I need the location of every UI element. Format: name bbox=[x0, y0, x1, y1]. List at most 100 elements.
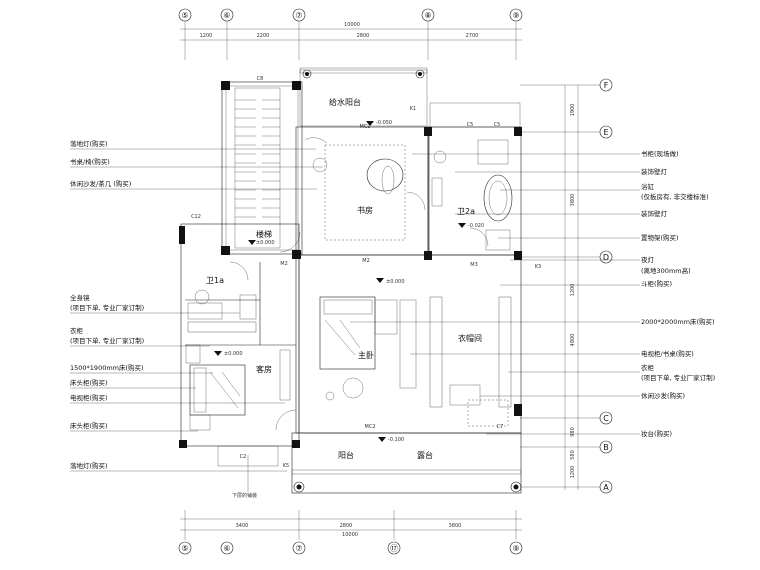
dim-right-1: 1900 bbox=[570, 104, 576, 117]
axis-right-B: B bbox=[603, 443, 609, 452]
dim-top-total: 10000 bbox=[344, 22, 360, 28]
right-label-8: (离地300mm高) bbox=[641, 266, 691, 275]
dim-bot-seg-2: 2800 bbox=[340, 523, 353, 529]
level-bath2a: -0.020 bbox=[468, 223, 484, 229]
left-label-2: 书桌/椅(购买) bbox=[70, 157, 110, 166]
axis-bot-5: ⑨ bbox=[512, 544, 519, 553]
room-labels: 给水阳台 书房 楼梯 卫2a 卫1a 主卧 衣帽间 客房 阳台 露台 bbox=[206, 97, 482, 460]
right-label-6: 置物架(购买) bbox=[641, 233, 679, 242]
tag-k1: K1 bbox=[410, 106, 416, 112]
room-balcony: 阳台 bbox=[338, 450, 354, 460]
dim-right-5: 980 bbox=[570, 427, 576, 437]
right-label-7: 夜灯 bbox=[641, 255, 655, 264]
dim-bot-total: 10000 bbox=[342, 532, 358, 538]
room-stair: 楼梯 bbox=[256, 229, 272, 239]
tag-c2: C2 bbox=[240, 454, 247, 460]
tag-m2-a: M2 bbox=[280, 261, 288, 267]
left-label-3: 休闲沙发/茶几 (购买) bbox=[70, 179, 131, 188]
top-axis: ⑤ ⑥ ⑦ ⑧ ⑨ 10000 1200 2200 2800 2700 bbox=[178, 8, 523, 60]
walls bbox=[179, 67, 522, 494]
right-label-11: 电视柜/书桌(购买) bbox=[641, 349, 694, 358]
right-callouts: 书柜(现场做) 装饰壁灯 浴缸 (仅板房有, 非交楼标准) 装饰壁灯 置物架(购… bbox=[350, 149, 715, 438]
furniture bbox=[185, 137, 513, 431]
left-label-1: 落地灯(购买) bbox=[70, 139, 108, 148]
bottom-note: 下层的铺装 bbox=[232, 455, 257, 499]
right-label-15: 妆台(购买) bbox=[641, 429, 672, 438]
room-master: 主卧 bbox=[358, 350, 374, 360]
right-label-12: 衣柜 bbox=[641, 363, 655, 372]
dim-right-7: 1200 bbox=[570, 466, 576, 479]
axis-top-5: ⑨ bbox=[512, 11, 519, 20]
left-label-4: 全身镜 bbox=[70, 293, 90, 302]
tag-m2-b: M2 bbox=[362, 258, 370, 264]
axis-top-1: ⑤ bbox=[181, 11, 188, 20]
left-label-12: 落地灯(购买) bbox=[70, 461, 108, 470]
level-guest: ±0.000 bbox=[224, 351, 243, 357]
tag-mc2-top: MC2 bbox=[360, 124, 371, 130]
left-label-10: 电视柜(购买) bbox=[70, 393, 108, 402]
level-top: -0.050 bbox=[376, 120, 392, 126]
bottom-note-text: 下层的铺装 bbox=[232, 492, 257, 499]
right-label-14: 休闲沙发(购买) bbox=[641, 391, 685, 400]
dim-top-seg-3: 2800 bbox=[357, 33, 370, 39]
dim-top-seg-4: 2700 bbox=[466, 33, 479, 39]
dim-bot-seg-3: 3800 bbox=[449, 523, 462, 529]
tag-mc2-bot: MC2 bbox=[365, 424, 376, 430]
right-label-3: 浴缸 bbox=[641, 182, 655, 191]
level-marks: -0.050 -0.020 ±0.000 ±0.000 ±0.000 -0.10… bbox=[214, 120, 484, 443]
tags: C8 K1 MC2 C5 C5 M2 M2 M3 K3 C7 MC2 K5 C2… bbox=[191, 76, 541, 469]
room-bath2a: 卫2a bbox=[457, 207, 475, 216]
right-label-13: (项目下单, 专业厂家订制) bbox=[641, 373, 715, 382]
tag-c12: C12 bbox=[191, 214, 201, 220]
level-stair: ±0.000 bbox=[256, 240, 275, 246]
right-label-10: 2000*2000mm床(购买) bbox=[641, 317, 715, 326]
left-callouts: 落地灯(购买) 书桌/椅(购买) 休闲沙发/茶几 (购买) 全身镜 (项目下单,… bbox=[70, 139, 323, 472]
room-guest: 客房 bbox=[256, 364, 272, 374]
dim-right-3: 1200 bbox=[570, 284, 576, 297]
axis-bot-2: ⑥ bbox=[223, 544, 230, 553]
right-label-1: 书柜(现场做) bbox=[641, 149, 679, 158]
axis-bot-4: ⑰ bbox=[390, 544, 398, 553]
left-label-7: (项目下单, 专业厂家订制) bbox=[70, 336, 144, 345]
right-label-4: (仅板房有, 非交楼标准) bbox=[641, 192, 709, 201]
dim-top-seg-2: 2200 bbox=[257, 33, 270, 39]
axis-right-C: C bbox=[603, 414, 609, 423]
bottom-axis: 3400 2800 3800 10000 ⑤ ⑥ ⑦ ⑰ ⑨ bbox=[178, 510, 523, 555]
tag-k5: K5 bbox=[283, 463, 289, 469]
stair-treads bbox=[235, 99, 280, 218]
left-label-9: 床头柜(购买) bbox=[70, 378, 108, 387]
left-label-8: 1500*1900mm床(购买) bbox=[70, 363, 144, 372]
room-bath1a: 卫1a bbox=[206, 276, 224, 285]
axis-top-2: ⑥ bbox=[223, 11, 230, 20]
right-label-2: 装饰壁灯 bbox=[641, 167, 668, 176]
room-terrace: 露台 bbox=[417, 450, 433, 460]
left-label-5: (项目下单, 专业厂家订制) bbox=[70, 303, 144, 312]
right-label-5: 装饰壁灯 bbox=[641, 209, 668, 218]
room-water-balcony: 给水阳台 bbox=[329, 97, 361, 107]
level-master: ±0.000 bbox=[386, 279, 405, 285]
left-label-6: 衣柜 bbox=[70, 326, 84, 335]
axis-bot-1: ⑤ bbox=[181, 544, 188, 553]
dim-right-4: 4800 bbox=[570, 334, 576, 347]
tag-c8: C8 bbox=[257, 76, 264, 82]
axis-right-E: E bbox=[603, 128, 608, 137]
axis-right-A: A bbox=[603, 483, 609, 492]
axis-top-3: ⑦ bbox=[295, 11, 302, 20]
axis-top-4: ⑧ bbox=[424, 11, 431, 20]
dim-right-2: 3800 bbox=[570, 194, 576, 207]
tag-c5-b: C5 bbox=[494, 122, 501, 128]
dim-top-seg-1: 1200 bbox=[200, 33, 213, 39]
left-label-11: 床头柜(购买) bbox=[70, 421, 108, 430]
right-label-9: 斗柜(购买) bbox=[641, 279, 672, 288]
tag-k3: K3 bbox=[535, 264, 541, 270]
tag-c5-a: C5 bbox=[467, 122, 474, 128]
dim-right-6: 580 bbox=[570, 450, 576, 460]
axis-right-D: D bbox=[603, 253, 609, 262]
dim-bot-seg-1: 3400 bbox=[236, 523, 249, 529]
axis-bot-3: ⑦ bbox=[295, 544, 302, 553]
room-study: 书房 bbox=[357, 205, 373, 215]
right-axis: 1900 3800 1200 4800 980 580 1200 F E D C… bbox=[520, 78, 613, 494]
room-closet: 衣帽间 bbox=[458, 333, 482, 343]
level-balcony: -0.100 bbox=[388, 437, 404, 443]
